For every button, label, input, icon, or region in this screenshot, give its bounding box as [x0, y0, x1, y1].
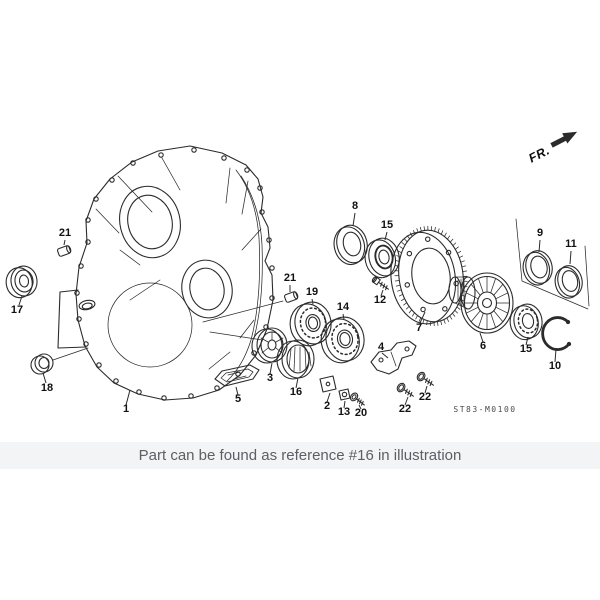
leader-line-14 — [342, 313, 345, 320]
leader-line-6 — [479, 332, 484, 343]
leader-line-5 — [235, 386, 239, 396]
part-label-21: 21 — [59, 227, 71, 239]
caption-text: Part can be found as reference #16 in il… — [138, 447, 462, 464]
part-3-speedometer-gear — [251, 327, 288, 364]
part-7-ring-gear — [390, 225, 468, 327]
leader-line-9 — [538, 239, 541, 253]
part-22-bolt-a — [396, 382, 414, 398]
leader-line-18 — [42, 372, 47, 384]
part-label-21: 21 — [284, 272, 296, 284]
part-label-15: 15 — [381, 219, 393, 231]
caption-bar: Part can be found as reference #16 in il… — [0, 442, 600, 469]
part-15-bearing-left — [364, 237, 400, 279]
leader-line-16 — [295, 377, 299, 389]
part-label-17: 17 — [11, 304, 23, 316]
part-label-7: 7 — [416, 322, 422, 334]
part-label-5: 5 — [235, 393, 241, 405]
part-18-plug — [30, 347, 89, 375]
part-label-15: 15 — [520, 343, 532, 355]
part-label-4: 4 — [378, 341, 385, 353]
part-label-1: 1 — [123, 403, 129, 415]
part-8-thrust-washer — [333, 224, 368, 266]
leader-line-15 — [525, 336, 529, 346]
leader-line-20 — [358, 404, 362, 410]
part-labels-layer: 1 21 17 18 5 3 16 2 13 20 21 19 14 8 15 12 7 4 22 22 6 15 10 9 1… — [11, 200, 577, 419]
part-label-14: 14 — [337, 301, 350, 313]
leader-line-13 — [343, 400, 346, 409]
part-19-ball-bearing — [289, 301, 332, 347]
part-label-16: 16 — [290, 386, 302, 398]
diagram-code: ST83-M0100 — [453, 405, 517, 414]
leader-line-3 — [269, 362, 273, 375]
part-1-clutch-housing — [57, 145, 284, 401]
part-11-washer — [554, 265, 583, 299]
part-9-washer — [522, 250, 553, 286]
leader-line-4 — [381, 352, 389, 359]
leader-line-1 — [125, 389, 131, 406]
part-label-10: 10 — [549, 360, 561, 372]
leader-line-10 — [554, 348, 557, 363]
fr-indicator: FR. — [526, 131, 578, 166]
part-label-13: 13 — [338, 406, 350, 418]
part-label-8: 8 — [352, 200, 358, 212]
part-5-magnet-plate — [214, 364, 260, 387]
part-12-bolt — [371, 276, 389, 291]
part-20-screw — [349, 392, 365, 406]
leader-line-17 — [18, 295, 23, 306]
part-14-ball-bearing — [320, 316, 365, 364]
part-6-differential — [448, 272, 514, 334]
part-label-20: 20 — [355, 407, 367, 419]
leader-line-22 — [404, 396, 409, 406]
part-label-6: 6 — [480, 340, 486, 352]
part-label-11: 11 — [565, 238, 577, 250]
diagram-line-art: FR. — [5, 131, 590, 406]
leader-line-22 — [424, 385, 428, 394]
leader-line-12 — [380, 289, 384, 297]
fr-arrow-icon — [550, 131, 578, 148]
part-13-lock-washer — [338, 388, 351, 401]
part-label-12: 12 — [374, 294, 386, 306]
part-label-18: 18 — [41, 382, 53, 394]
leader-line-11 — [569, 250, 572, 265]
leader-line-21 — [63, 239, 66, 246]
part-17-seal — [5, 265, 38, 299]
part-label-3: 3 — [267, 372, 273, 384]
part-label-9: 9 — [537, 227, 543, 239]
part-label-19: 19 — [306, 286, 318, 298]
fr-direction-label: FR. — [526, 143, 552, 165]
part-21-dowel-pin-a — [57, 245, 72, 257]
group-bracket-9-11 — [515, 218, 590, 310]
leader-line-8 — [352, 212, 356, 227]
part-label-22: 22 — [419, 391, 431, 403]
leader-line-2 — [326, 392, 331, 403]
part-10-snap-ring — [541, 316, 572, 351]
part-label-2: 2 — [324, 400, 330, 412]
leader-line-7 — [419, 311, 426, 324]
part-21-dowel-pin-b — [284, 291, 299, 303]
part-label-22: 22 — [399, 403, 411, 415]
part-4-bracket — [370, 340, 417, 375]
housing-bolt-holes — [74, 147, 275, 401]
part-22-bolt-b — [416, 371, 434, 387]
leader-line-19 — [311, 298, 314, 305]
part-2-shim-plate — [319, 375, 337, 393]
leader-line-15 — [384, 231, 388, 241]
